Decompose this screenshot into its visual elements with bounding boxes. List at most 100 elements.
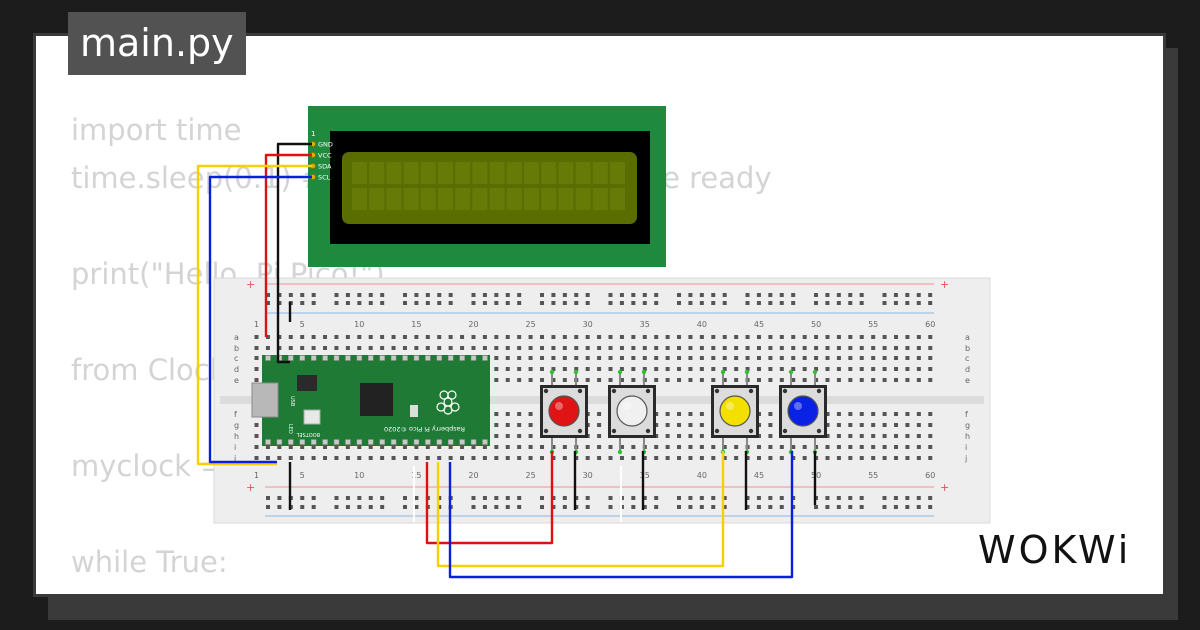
wires xyxy=(196,142,817,579)
column-label: 15 xyxy=(411,320,421,329)
pico-pin[interactable] xyxy=(470,439,477,445)
pico-pin[interactable] xyxy=(436,355,443,361)
lcd-cell xyxy=(438,188,453,210)
code-line: import time xyxy=(71,113,242,147)
lcd-cell xyxy=(455,188,471,210)
pico-pin[interactable] xyxy=(447,355,454,361)
pico-pin[interactable] xyxy=(447,439,454,445)
pico-pin[interactable] xyxy=(288,355,294,361)
button-cap[interactable] xyxy=(787,395,819,427)
pico-pin[interactable] xyxy=(333,355,340,361)
pico-pin[interactable] xyxy=(379,439,385,445)
bootsel-button[interactable] xyxy=(303,409,321,425)
lcd-cell xyxy=(610,188,625,210)
rail-plus-br: + xyxy=(940,481,949,494)
pushbutton[interactable] xyxy=(608,369,656,455)
pico-pin[interactable] xyxy=(402,355,408,361)
file-tab[interactable]: main.py xyxy=(68,12,246,75)
row-label: g xyxy=(965,421,970,430)
lcd-cell xyxy=(352,162,367,184)
column-label: 60 xyxy=(925,320,935,329)
pico-pin[interactable] xyxy=(470,355,477,361)
pico-pin[interactable] xyxy=(436,439,443,445)
pushbutton[interactable] xyxy=(779,369,827,455)
column-label: 1 xyxy=(254,471,259,480)
lcd-cell xyxy=(592,188,608,210)
pico-pin[interactable] xyxy=(265,355,271,361)
pico-pin[interactable] xyxy=(390,439,397,445)
pico-pin[interactable] xyxy=(390,355,397,361)
lcd-pin-label: SCL xyxy=(318,174,331,182)
pico-pin[interactable] xyxy=(288,439,294,445)
lcd-cell xyxy=(506,162,522,184)
pico-pin[interactable] xyxy=(482,439,488,445)
raspberry-pi-pico: Raspberry Pi Pico ©2020 BOOTSEL USB LED xyxy=(251,355,490,446)
pico-pin[interactable] xyxy=(402,439,408,445)
led-label: LED xyxy=(287,424,293,434)
lcd-cell xyxy=(524,188,539,210)
lcd-cell xyxy=(420,162,436,184)
pico-pin[interactable] xyxy=(379,355,385,361)
lcd-cell xyxy=(506,188,522,210)
column-label: 30 xyxy=(583,320,593,329)
pico-pin[interactable] xyxy=(333,439,340,445)
button-cap[interactable] xyxy=(719,395,751,427)
column-label: 30 xyxy=(583,471,593,480)
row-label: d xyxy=(234,365,239,374)
pico-pin[interactable] xyxy=(322,439,328,445)
pico-pin[interactable] xyxy=(322,355,328,361)
code-line: while True: xyxy=(71,545,228,579)
rp2040-chip xyxy=(360,383,393,416)
lcd-character-cells xyxy=(352,162,625,210)
button-cap[interactable] xyxy=(548,395,580,427)
column-label: 35 xyxy=(640,320,650,329)
pico-pin[interactable] xyxy=(368,439,374,445)
pico-pin[interactable] xyxy=(299,439,306,445)
pico-pin[interactable] xyxy=(368,355,374,361)
pico-pin[interactable] xyxy=(299,355,306,361)
pico-pin[interactable] xyxy=(345,439,351,445)
pushbutton[interactable] xyxy=(540,369,588,455)
pico-pin[interactable] xyxy=(413,355,420,361)
pico-pin[interactable] xyxy=(356,439,363,445)
row-label: j xyxy=(233,454,236,463)
column-label: 1 xyxy=(254,320,259,329)
usb-label: USB xyxy=(289,396,295,407)
rail-plus-tr: + xyxy=(940,278,949,291)
row-label: c xyxy=(234,354,238,363)
row-label: j xyxy=(964,454,967,463)
pico-pin[interactable] xyxy=(425,439,431,445)
pico-pin[interactable] xyxy=(310,439,317,445)
pico-pin[interactable] xyxy=(425,355,431,361)
lcd-cell xyxy=(472,162,488,184)
column-label: 55 xyxy=(868,320,878,329)
pico-pin[interactable] xyxy=(482,355,488,361)
pico-pin[interactable] xyxy=(459,355,465,361)
pico-pin[interactable] xyxy=(413,439,420,445)
column-label: 5 xyxy=(300,471,305,480)
lcd-pin-label: SDA xyxy=(318,163,332,171)
pico-pin[interactable] xyxy=(276,439,283,445)
pushbutton[interactable] xyxy=(711,369,759,455)
column-label: 5 xyxy=(300,320,305,329)
lcd-cell xyxy=(386,188,402,210)
column-label: 50 xyxy=(811,320,821,329)
row-label: a xyxy=(234,333,239,342)
pushbuttons xyxy=(540,369,827,455)
row-label: f xyxy=(234,410,237,419)
pico-pin[interactable] xyxy=(345,355,351,361)
pico-pin[interactable] xyxy=(265,439,271,445)
pico-pin[interactable] xyxy=(459,439,465,445)
lcd-cell xyxy=(386,162,402,184)
pico-pin[interactable] xyxy=(356,355,363,361)
row-label: i xyxy=(234,443,236,452)
lcd-pin-1-label: 1 xyxy=(311,130,315,138)
row-label: g xyxy=(234,421,239,430)
button-cap[interactable] xyxy=(616,395,648,427)
lcd-cell xyxy=(524,162,539,184)
pico-pin[interactable] xyxy=(310,355,317,361)
rail-plus-bl: + xyxy=(246,481,255,494)
